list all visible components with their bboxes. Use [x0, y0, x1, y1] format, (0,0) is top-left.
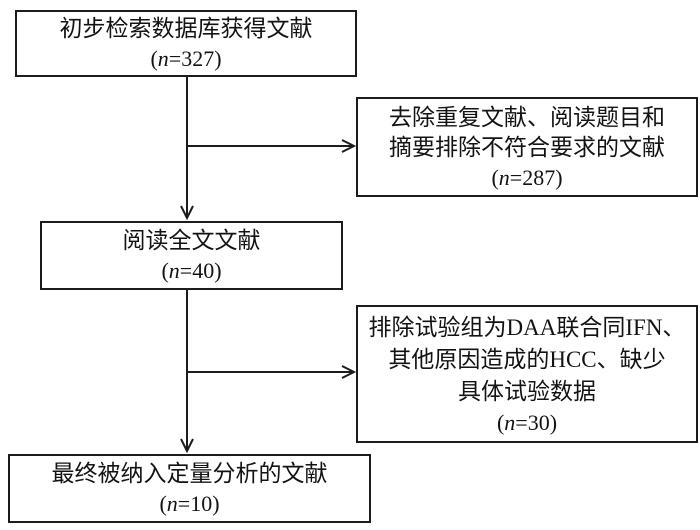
flow-box-final-included: 最终被纳入定量分析的文献 (n=10) — [8, 454, 371, 523]
flow-box-text: 摘要排除不符合要求的文献 — [389, 134, 665, 160]
flow-box-text: 初步检索数据库获得文献 — [59, 16, 313, 41]
flow-box-text: 去除重复文献、阅读题目和 — [389, 104, 665, 130]
n-symbol: n — [168, 258, 180, 283]
n-symbol: n — [504, 409, 516, 435]
flow-box-count: (n=40) — [161, 258, 222, 283]
flow-box-excluded-criteria: 排除试验组为DAA联合同IFN、 其他原因造成的HCC、缺少 具体试验数据 (n… — [356, 305, 698, 443]
flow-box-fulltext-review: 阅读全文文献 (n=40) — [40, 221, 343, 290]
flow-box-text: 最终被纳入定量分析的文献 — [51, 461, 328, 486]
flow-box-count: (n=287) — [491, 164, 563, 190]
flow-box-text: 其他原因造成的HCC、缺少 — [388, 346, 666, 372]
flow-box-text: 阅读全文文献 — [122, 228, 261, 253]
flow-box-count: (n=10) — [159, 491, 220, 516]
flow-box-excluded-duplicates: 去除重复文献、阅读题目和 摘要排除不符合要求的文献 (n=287) — [356, 97, 698, 197]
flow-box-initial-search: 初步检索数据库获得文献 (n=327) — [15, 10, 357, 77]
n-symbol: n — [157, 46, 169, 71]
flow-box-text: 排除试验组为DAA联合同IFN、 — [368, 314, 686, 340]
flow-box-text: 具体试验数据 — [458, 378, 596, 404]
n-symbol: n — [166, 491, 178, 516]
flow-box-count: (n=327) — [150, 46, 222, 71]
flow-box-count: (n=30) — [496, 409, 558, 435]
n-symbol: n — [498, 164, 510, 190]
